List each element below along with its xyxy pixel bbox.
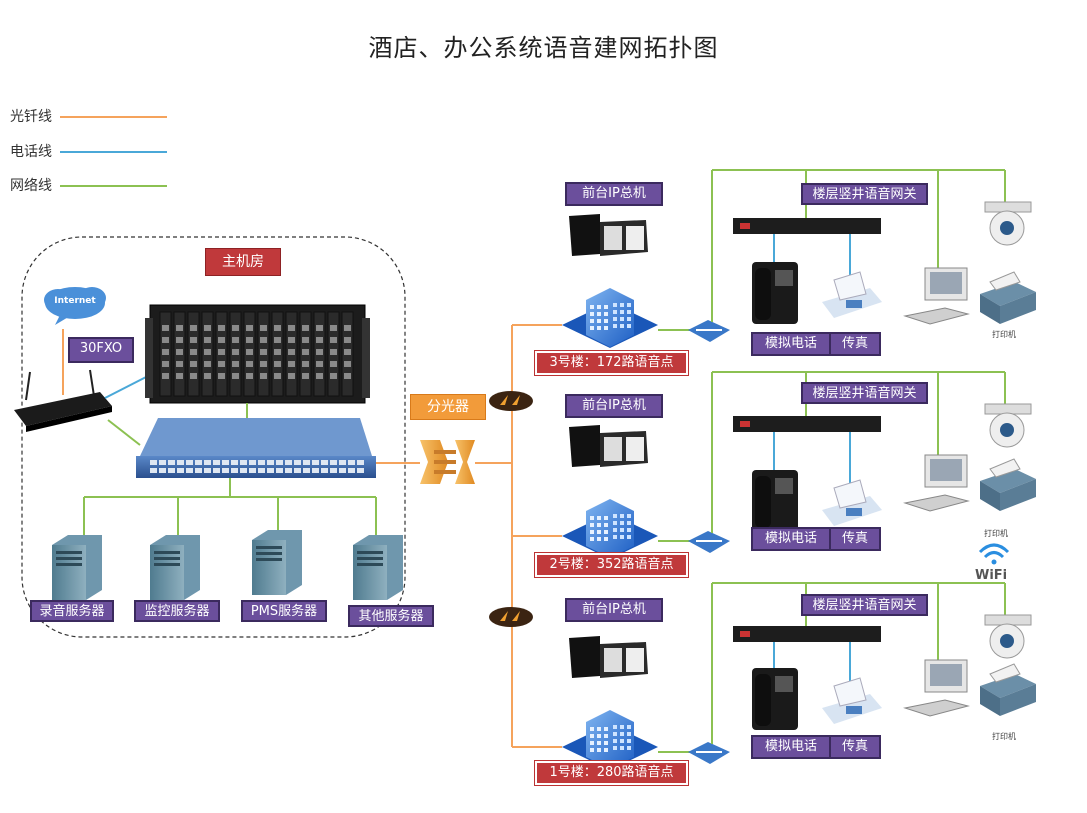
splitter-label: 分光器 <box>410 394 486 420</box>
fax-label: 传真 <box>829 332 881 356</box>
server-label-pms: PMS服务器 <box>241 600 327 622</box>
ip-phone-icon <box>569 636 648 678</box>
fiber-connector-icon <box>489 391 533 411</box>
front-desk-label: 前台IP总机 <box>565 598 663 622</box>
server-icon <box>252 530 302 595</box>
voice-gateway-icon <box>733 218 881 234</box>
server-label-monitoring: 监控服务器 <box>134 600 220 622</box>
fxo-label: 30FXO <box>68 337 134 363</box>
security-camera-icon <box>984 403 1032 448</box>
analog-phone-label: 模拟电话 <box>751 735 831 759</box>
fax-icon <box>822 479 882 526</box>
analog-phone-icon <box>752 668 798 730</box>
security-camera-icon <box>984 614 1032 659</box>
page-title: 酒店、办公系统语音建网拓扑图 <box>368 34 719 62</box>
building-icon <box>562 288 658 348</box>
security-camera-icon <box>984 201 1032 246</box>
access-switch-icon <box>688 742 730 764</box>
machine-room-boundary <box>21 236 406 638</box>
voice-gateway-icon <box>733 626 881 642</box>
internet-cloud-icon <box>44 287 106 325</box>
ip-phone-icon <box>569 214 648 256</box>
printer-label: 打印机 <box>992 330 1016 339</box>
wifi-icon <box>978 543 1010 565</box>
desktop-computer-icon <box>903 659 970 717</box>
wifi-label: WiFi <box>975 568 1008 583</box>
front-desk-label: 前台IP总机 <box>565 394 663 418</box>
analog-phone-label: 模拟电话 <box>751 332 831 356</box>
legend-label-phone: 电话线 <box>10 144 52 160</box>
ip-phone-icon <box>569 425 648 467</box>
analog-phone-icon <box>752 470 798 532</box>
desktop-computer-icon <box>903 267 970 325</box>
printer-icon <box>980 458 1036 511</box>
voice-gateway-icon <box>733 416 881 432</box>
server-icon <box>353 535 403 600</box>
desktop-computer-icon <box>903 454 970 512</box>
fax-label: 传真 <box>829 527 881 551</box>
machine-room-label: 主机房 <box>205 248 281 276</box>
printer-label: 打印机 <box>984 529 1008 538</box>
access-switch-icon <box>688 531 730 553</box>
fax-icon <box>822 677 882 724</box>
voice-gateway-chassis-icon <box>145 304 370 404</box>
building-label: 1号楼：280路语音点 <box>535 761 688 785</box>
building-icon <box>562 499 658 559</box>
building-label: 3号楼：172路语音点 <box>535 351 688 375</box>
server-label-other: 其他服务器 <box>348 605 434 627</box>
router-icon <box>14 369 112 432</box>
legend-label-fiber: 光钎线 <box>10 109 52 125</box>
fiber-connector-icon <box>489 607 533 627</box>
server-icon <box>150 535 200 600</box>
fax-label: 传真 <box>829 735 881 759</box>
optical-splitter-icon <box>420 440 475 484</box>
internet-label: Internet <box>54 296 96 306</box>
front-desk-label: 前台IP总机 <box>565 182 663 206</box>
legend-label-network: 网络线 <box>10 178 52 194</box>
server-icon <box>52 535 102 600</box>
gateway-label: 楼层竖井语音网关 <box>801 382 928 404</box>
building-label: 2号楼：352路语音点 <box>535 553 688 577</box>
printer-icon <box>980 271 1036 324</box>
printer-label: 打印机 <box>992 732 1016 741</box>
analog-phone-icon <box>752 262 798 324</box>
printer-icon <box>980 663 1036 716</box>
analog-phone-label: 模拟电话 <box>751 527 831 551</box>
server-label-recording: 录音服务器 <box>30 600 114 622</box>
gateway-label: 楼层竖井语音网关 <box>801 183 928 205</box>
access-switch-icon <box>688 320 730 342</box>
building-icon <box>562 710 658 770</box>
gateway-label: 楼层竖井语音网关 <box>801 594 928 616</box>
fax-icon <box>822 271 882 318</box>
core-switch-icon <box>136 418 376 478</box>
